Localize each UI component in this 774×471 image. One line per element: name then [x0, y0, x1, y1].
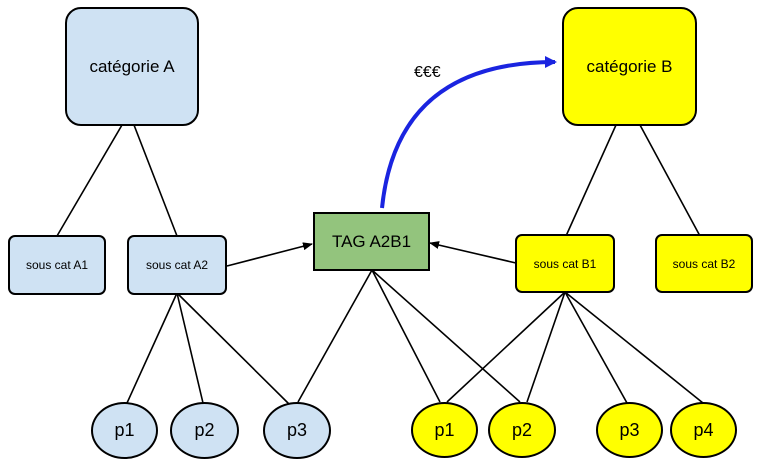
subcategory-b1-label: sous cat B1	[533, 256, 597, 271]
product-a-p3: p3	[263, 402, 331, 459]
product-b-p2-label: p2	[511, 419, 533, 440]
product-b-p4: p4	[670, 402, 737, 458]
tag-label: TAG A2B1	[331, 231, 412, 251]
edge-tag-pb1	[371, 269, 441, 403]
edge-subB1-pb3	[564, 291, 628, 404]
edge-tag-pa3	[297, 269, 373, 403]
arrow-price-label: €€€	[414, 64, 441, 81]
product-a-p1-label: p1	[114, 420, 135, 440]
product-b-p3: p3	[596, 402, 663, 458]
subcategory-a1: sous cat A1	[8, 235, 106, 295]
arrow-tag-catB	[380, 56, 557, 209]
edge-subB1-pb4	[564, 291, 704, 404]
subcategory-a2: sous cat A2	[127, 235, 227, 295]
edge-tag-pb2	[371, 269, 521, 403]
subcategory-b2-label: sous cat B2	[672, 256, 736, 271]
subcategory-a2-label: sous cat A2	[145, 258, 209, 272]
edge-subA2-pa1	[126, 292, 178, 404]
edge-catA-subA2	[133, 124, 178, 237]
category-a: catégorie A	[65, 7, 199, 126]
subcategory-a1-label: sous cat A1	[25, 258, 89, 272]
subcategory-b2: sous cat B2	[655, 234, 753, 293]
product-b-p4-label: p4	[693, 419, 714, 440]
product-b-p3-label: p3	[619, 419, 640, 440]
arrow-subB1-tag	[429, 241, 517, 264]
product-a-p2-label: p2	[194, 420, 215, 440]
category-b: catégorie B	[562, 7, 697, 126]
product-b-p1: p1	[411, 402, 478, 458]
edge-subB1-pb1	[446, 291, 566, 403]
edge-catB-subB2	[639, 124, 701, 237]
category-a-label: catégorie A	[89, 56, 175, 76]
edge-subA2-pa2	[176, 292, 204, 404]
edge-catB-subB1	[565, 124, 617, 237]
edge-subA2-pa3	[176, 292, 291, 406]
tag-node: TAG A2B1	[313, 212, 430, 271]
product-b-p2: p2	[488, 402, 556, 458]
product-b-p1-label: p1	[434, 419, 455, 440]
subcategory-b1: sous cat B1	[515, 234, 615, 293]
product-a-p2: p2	[170, 402, 239, 459]
edge-catA-subA1	[56, 124, 123, 237]
product-a-p3-label: p3	[286, 420, 308, 440]
product-a-p1: p1	[91, 402, 158, 459]
category-b-label: catégorie B	[586, 56, 673, 76]
edge-subB1-pb2	[526, 291, 566, 403]
arrow-subA2-tag	[226, 242, 313, 267]
